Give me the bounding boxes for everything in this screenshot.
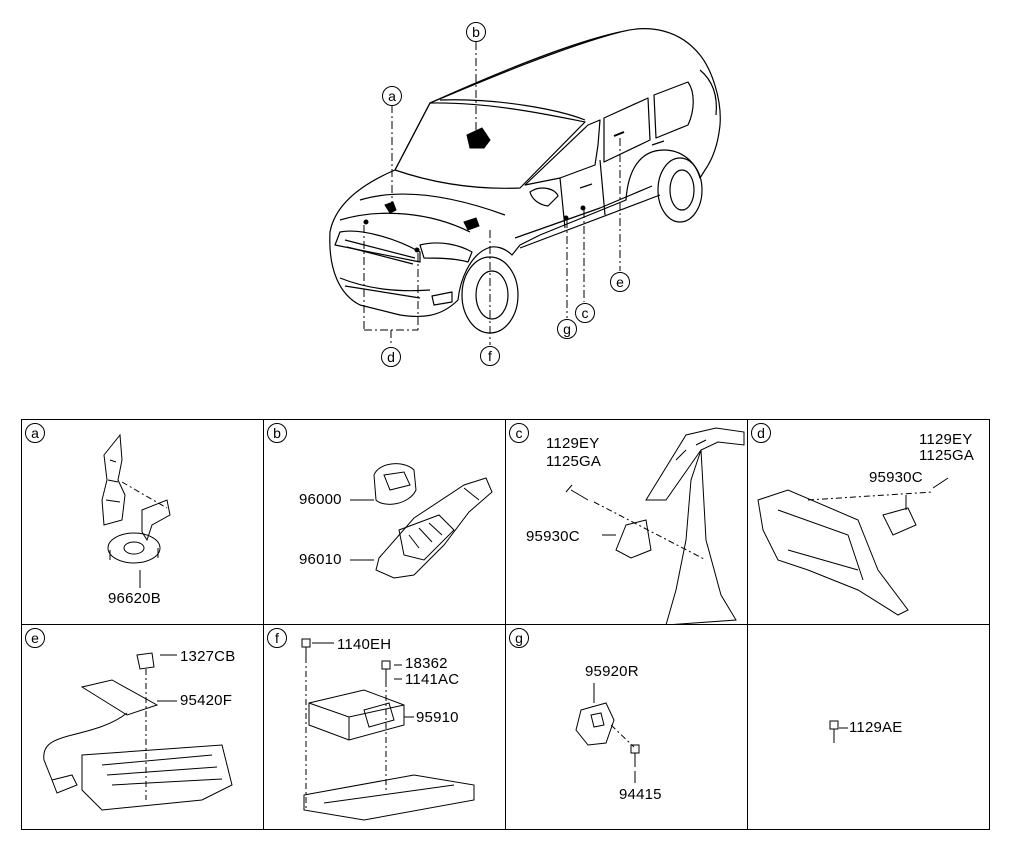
callout-g: g: [557, 319, 577, 339]
detail-grid: a 96620B b: [21, 419, 990, 830]
horn-drawing: [101, 433, 171, 588]
part-number: 94415: [619, 786, 662, 803]
bolt-drawing: [829, 720, 848, 743]
panel-c: c 1129EY 1125GA 95930C: [506, 420, 748, 625]
panel-d: d 1129EY 1125GA 95930C: [748, 420, 989, 625]
callout-d: d: [381, 347, 401, 367]
panel-letter: b: [267, 423, 287, 443]
part-number: 96000: [299, 491, 342, 508]
part-number: 1141AC: [405, 671, 460, 688]
vehicle-overview: a b c d e f g: [0, 0, 1010, 400]
callout-a: a: [382, 86, 402, 106]
panel-a: a 96620B: [22, 420, 264, 625]
part-number: 96620B: [108, 590, 161, 607]
panel-letter: d: [751, 423, 771, 443]
pillar-sensor-drawing: [565, 427, 745, 624]
side-sensor-drawing: [575, 683, 640, 783]
callout-b: b: [466, 22, 486, 42]
panel-letter: f: [267, 628, 287, 648]
camera-drawing: [350, 463, 493, 579]
part-number: 1129EY: [546, 435, 600, 452]
panel-letter: c: [509, 423, 529, 443]
part-number: 1125GA: [919, 447, 975, 464]
airbag-module-drawing: [301, 638, 475, 821]
callout-c: c: [575, 303, 595, 323]
antenna-drawing: [43, 652, 233, 811]
part-number: 18362: [405, 655, 448, 672]
part-number: 95930C: [526, 528, 580, 545]
panel-letter: e: [25, 628, 45, 648]
part-number: 96010: [299, 551, 342, 568]
panel-letter: g: [509, 628, 529, 648]
panel-letter: a: [25, 423, 45, 443]
part-number: 95930C: [869, 469, 923, 486]
panel-e: e 1327CB 95420F: [22, 625, 264, 829]
panel-bolt: 1129AE: [748, 625, 989, 829]
panel-g: g 95920R 94415: [506, 625, 748, 829]
panel-b: b 96000 96010: [264, 420, 506, 625]
vehicle-drawing: [329, 28, 721, 346]
part-number: 1129EY: [919, 431, 973, 448]
callout-e: e: [610, 272, 630, 292]
part-number: 95910: [416, 709, 459, 726]
panel-f: f 1140EH 18362 1141AC 95910: [264, 625, 506, 829]
callout-f: f: [480, 346, 500, 366]
part-number: 95420F: [180, 692, 233, 709]
part-number: 95920R: [585, 663, 639, 680]
part-number: 1129AE: [849, 719, 903, 736]
part-number: 1327CB: [180, 648, 236, 665]
part-number: 1125GA: [546, 453, 602, 470]
part-number: 1140EH: [337, 636, 392, 653]
radiator-support-drawing: [757, 477, 949, 616]
